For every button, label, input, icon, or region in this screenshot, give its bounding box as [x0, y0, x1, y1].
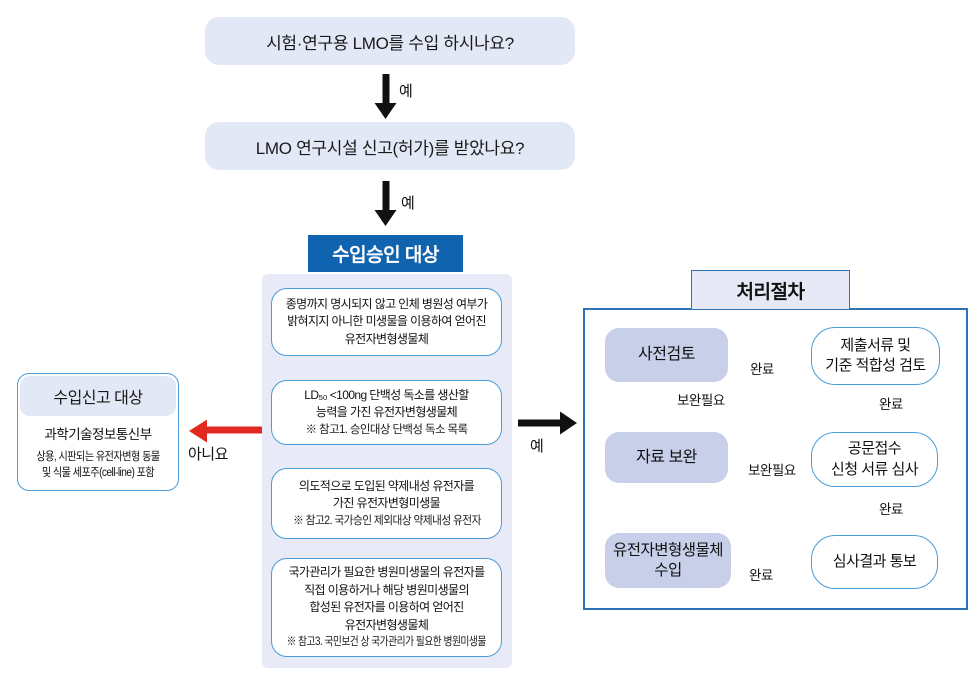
arrow-left-red-icon [189, 419, 262, 443]
done-label: 완료 [879, 397, 903, 412]
declaration-title: 수입신고 대상 [20, 376, 176, 416]
step-supplement: 자료 보완 [605, 432, 728, 483]
arrow-right-icon [518, 411, 577, 435]
supplement-needed-label: 보완필요 [748, 463, 796, 478]
yes-label: 예 [399, 83, 413, 100]
done-label: 완료 [750, 362, 774, 377]
step-text: 심사결과 통보 [832, 552, 917, 570]
approval-item-note: ※ 참고3. 국민보건 상 국가관리가 필요한 병원미생물 [286, 635, 487, 648]
supplement-needed-label: 보완필요 [677, 393, 725, 408]
declaration-agency: 과학기술정보통신부 [44, 427, 152, 442]
question-text: 시험·연구용 LMO를 수입 하시나요? [266, 33, 514, 53]
approval-item-note: ※ 참고2. 국가승인 제외대상 약제내성 유전자 [292, 514, 481, 527]
approval-item-note: ※ 참고1. 승인대상 단백성 독소 목록 [305, 423, 468, 436]
no-label: 아니요 [188, 446, 228, 463]
arrow-down-icon [374, 74, 397, 119]
step-notify: 심사결과 통보 [811, 535, 938, 589]
step-text: 자료 보완 [636, 448, 697, 466]
yes-label: 예 [401, 195, 415, 212]
question-box-facility: LMO 연구시설 신고(허가)를 받았나요? [205, 122, 575, 170]
done-label: 완료 [749, 568, 773, 583]
step-text: 사전검토 [638, 346, 695, 363]
question-text: LMO 연구시설 신고(허가)를 받았나요? [255, 138, 525, 158]
yes-label: 예 [530, 438, 544, 455]
done-label: 완료 [879, 502, 903, 517]
step-pre-review: 사전검토 [605, 328, 728, 382]
procedure-title: 처리절차 [691, 270, 850, 310]
approval-title: 수입승인 대상 [308, 235, 463, 272]
arrow-down-icon [374, 181, 397, 226]
question-box-import: 시험·연구용 LMO를 수입 하시나요? [205, 17, 575, 65]
